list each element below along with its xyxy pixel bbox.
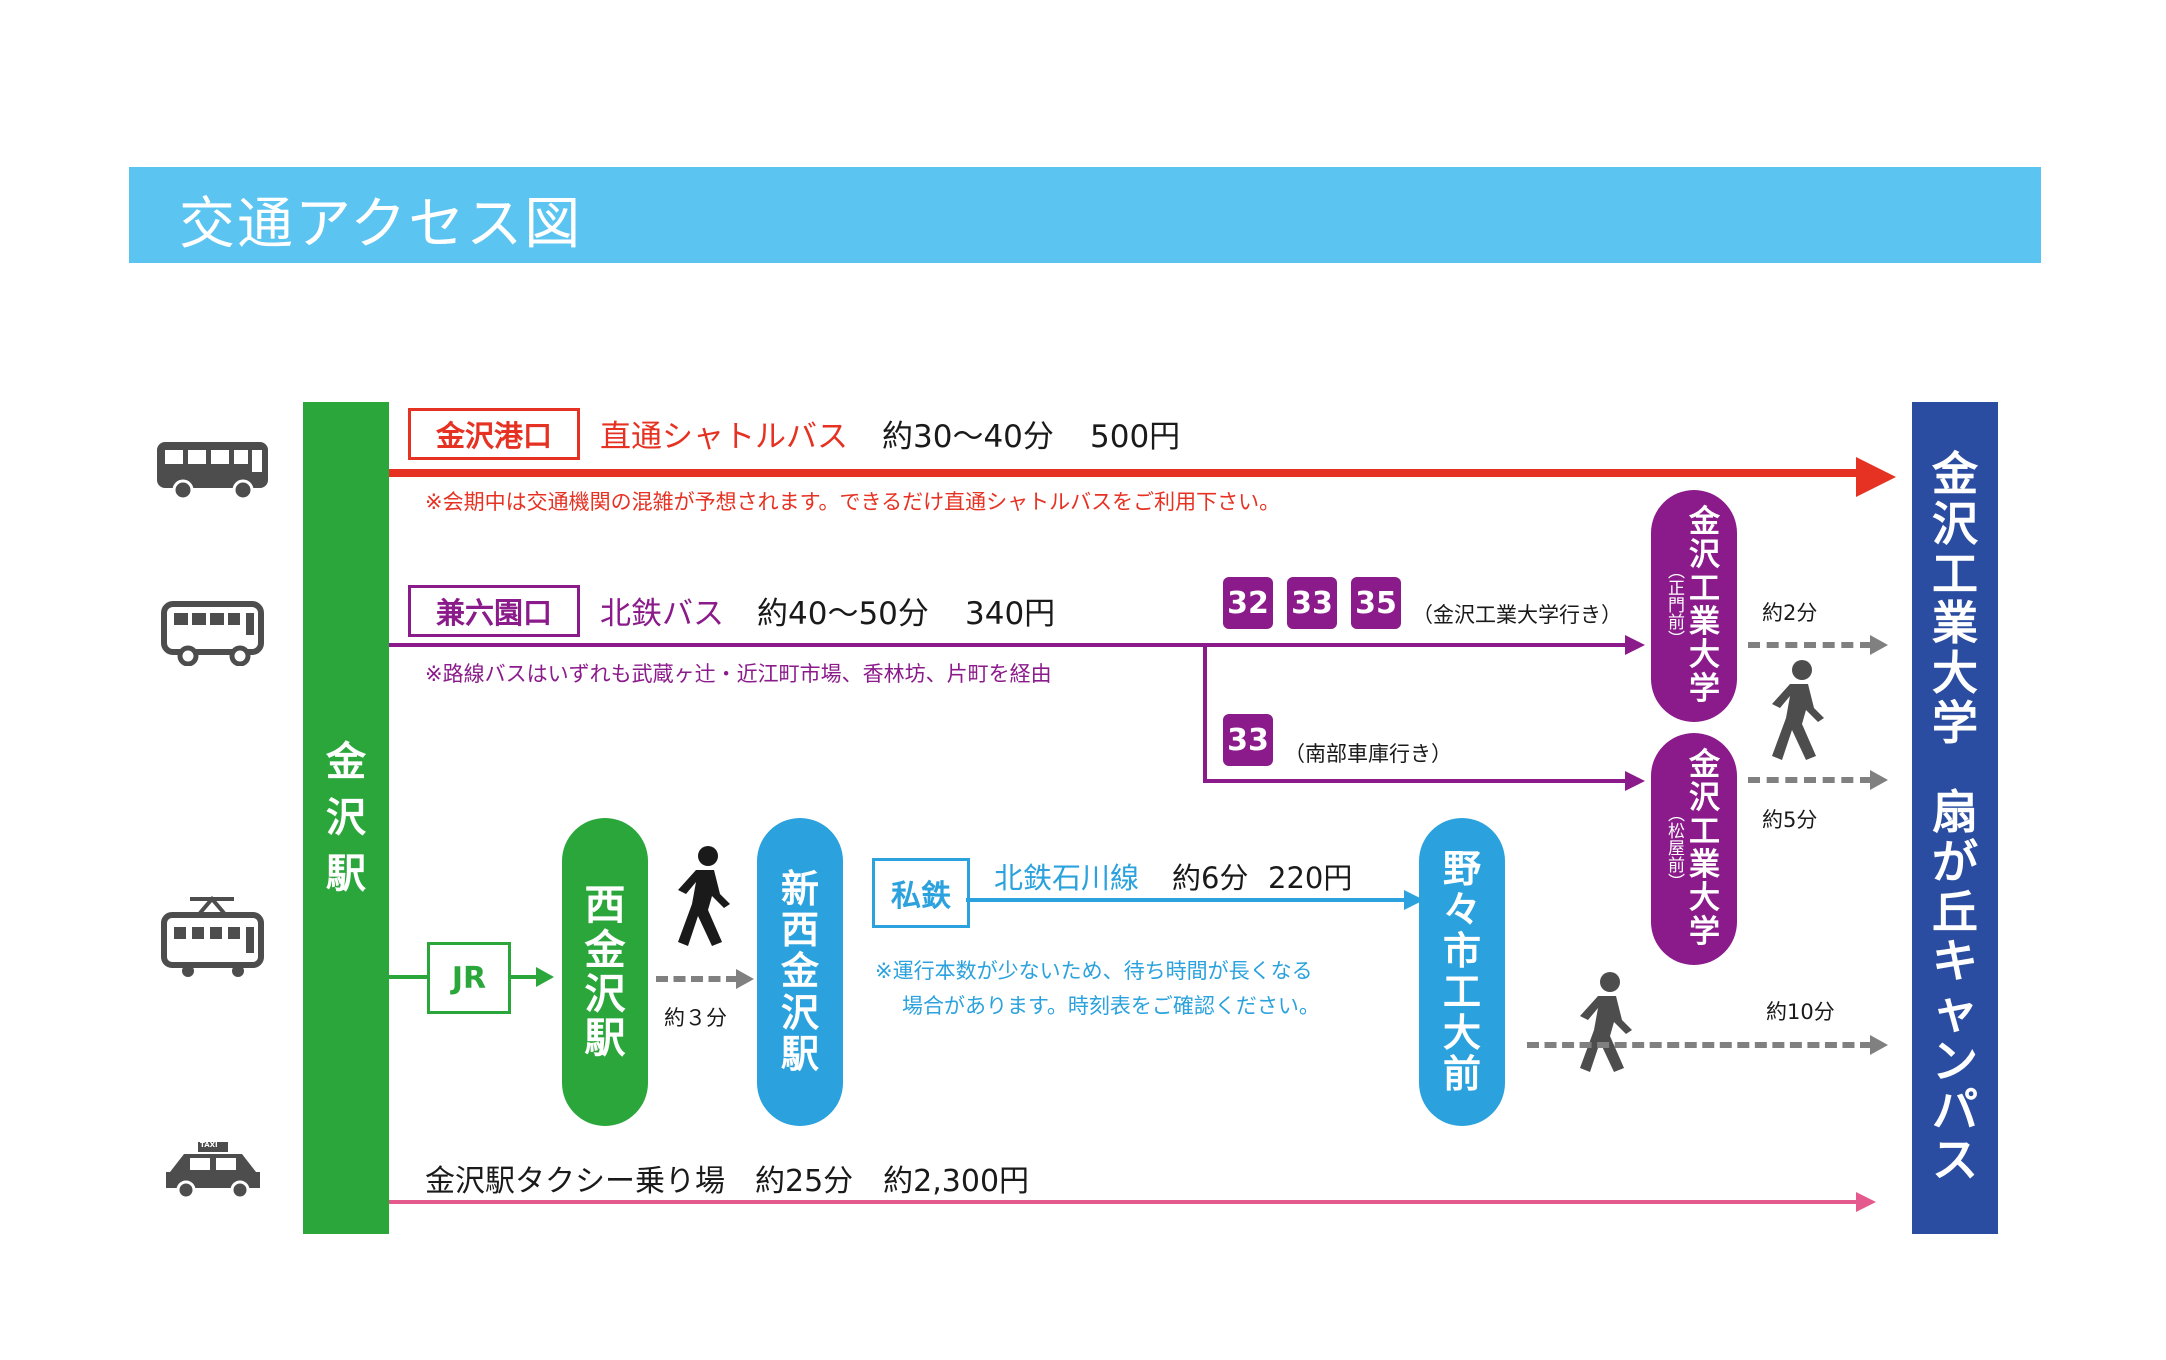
destination-bar: 金沢工業大学 扇が丘キャンパス (1912, 402, 1998, 1234)
shuttle-arrowhead (1856, 457, 1896, 497)
page-title: 交通アクセス図 (179, 192, 583, 257)
rail-note-line1: ※運行本数が少ないため、待ち時間が長くなる (875, 959, 1313, 983)
walk-route-b (1748, 777, 1872, 783)
station-shin-nishi-kanazawa: 新西金沢駅 (757, 818, 843, 1126)
walk-final-route (1527, 1042, 1872, 1048)
bus-arrowhead-a (1625, 635, 1645, 655)
bus-route-line-b (1203, 779, 1629, 783)
shuttle-note: ※会期中は交通機関の混雑が予想されます。できるだけ直通シャトルバスをご利用下さい… (425, 490, 1281, 514)
taxi-arrowhead (1856, 1192, 1876, 1212)
walk-time-a: 約2分 (1762, 601, 1818, 625)
taxi-sign-label: TAXI (200, 1141, 218, 1149)
shuttle-route-line (389, 469, 1859, 477)
kanazawa-station-label: 金沢駅 (326, 739, 366, 897)
walk-final-time: 約10分 (1766, 1000, 1835, 1024)
taxi-info: 金沢駅タクシー乗り場 約25分 約2,300円 (425, 1164, 1030, 1199)
private-rail-label: 私鉄 (872, 858, 970, 928)
bus-origin-label: 兼六園口 (408, 585, 580, 637)
shuttle-time: 約30〜40分 (882, 419, 1054, 455)
bus-branch-connector (1203, 645, 1207, 783)
stop-kit-main-gate-sub: ︵正門前︶ (1668, 561, 1685, 650)
bus-icon (157, 442, 268, 500)
bus-service-name: 北鉄バス (600, 596, 724, 632)
walk-time-b: 約5分 (1762, 808, 1818, 832)
route-bus-icon (161, 601, 264, 666)
stop-kit-main-gate-name: 金沢工業大学 (1689, 503, 1720, 707)
walking-person-icon (1772, 660, 1824, 760)
destination-campus-label: 扇が丘キャンパス (1932, 785, 1978, 1188)
stop-kit-matsuya: ︵松屋前︶ 金沢工業大学 (1651, 733, 1737, 965)
bus-route-line-a (389, 643, 1629, 647)
walk-transfer-route (656, 976, 738, 982)
private-rail-line (966, 898, 1406, 902)
bus-destination-b: （南部車庫行き） (1284, 742, 1452, 766)
walk-route-a (1748, 642, 1872, 648)
shuttle-service-name: 直通シャトルバス (600, 419, 848, 455)
walk-arrowhead-a (1870, 635, 1888, 655)
shuttle-origin-label: 金沢港口 (408, 408, 580, 460)
jr-line-end (508, 975, 538, 979)
destination-university-label: 金沢工業大学 (1932, 447, 1978, 750)
rail-fare: 220円 (1268, 861, 1353, 895)
stop-kit-matsuya-sub: ︵松屋前︶ (1668, 804, 1685, 893)
route-number-badge: 32 (1223, 577, 1273, 629)
bus-time: 約40〜50分 (757, 596, 929, 632)
rail-note-line2: 場合があります。時刻表をご確認ください。 (902, 994, 1320, 1018)
bus-destination-a: （金沢工業大学行き） (1412, 603, 1622, 627)
jr-label: JR (427, 942, 511, 1014)
taxi-icon: TAXI (162, 1140, 264, 1200)
stop-kit-main-gate: ︵正門前︶ 金沢工業大学 (1651, 490, 1737, 722)
bus-fare: 340円 (965, 596, 1056, 632)
station-nishi-kanazawa-label: 西金沢駅 (584, 881, 626, 1063)
station-nishi-kanazawa: 西金沢駅 (562, 818, 648, 1126)
bus-note: ※路線バスはいずれも武蔵ヶ辻・近江町市場、香林坊、片町を経由 (425, 662, 1052, 686)
kanazawa-station-bar: 金沢駅 (303, 402, 389, 1234)
train-icon (161, 895, 264, 977)
station-nonoichi-kodaimae-label: 野々市工大前 (1442, 846, 1481, 1097)
rail-time: 約6分 (1172, 861, 1249, 895)
jr-arrowhead (536, 967, 554, 987)
rail-line-name: 北鉄石川線 (994, 861, 1140, 895)
stop-kit-matsuya-name: 金沢工業大学 (1689, 746, 1720, 950)
header-banner: 交通アクセス図 (129, 167, 2041, 263)
taxi-route-line (389, 1200, 1859, 1204)
walk-arrowhead-b (1870, 770, 1888, 790)
station-shin-nishi-kanazawa-label: 新西金沢駅 (780, 867, 819, 1076)
walking-person-icon (678, 846, 730, 946)
walk-transfer-arrowhead (736, 969, 754, 989)
jr-line-start (389, 975, 427, 979)
bus-arrowhead-b (1625, 771, 1645, 791)
route-number-badge: 33 (1287, 577, 1337, 629)
shuttle-fare: 500円 (1090, 419, 1181, 455)
route-number-badge: 35 (1351, 577, 1401, 629)
walk-transfer-time: 約３分 (664, 1006, 727, 1030)
route-number-badge: 33 (1223, 714, 1273, 766)
walking-person-icon (1580, 972, 1632, 1072)
walk-final-arrowhead (1870, 1035, 1888, 1055)
station-nonoichi-kodaimae: 野々市工大前 (1419, 818, 1505, 1126)
